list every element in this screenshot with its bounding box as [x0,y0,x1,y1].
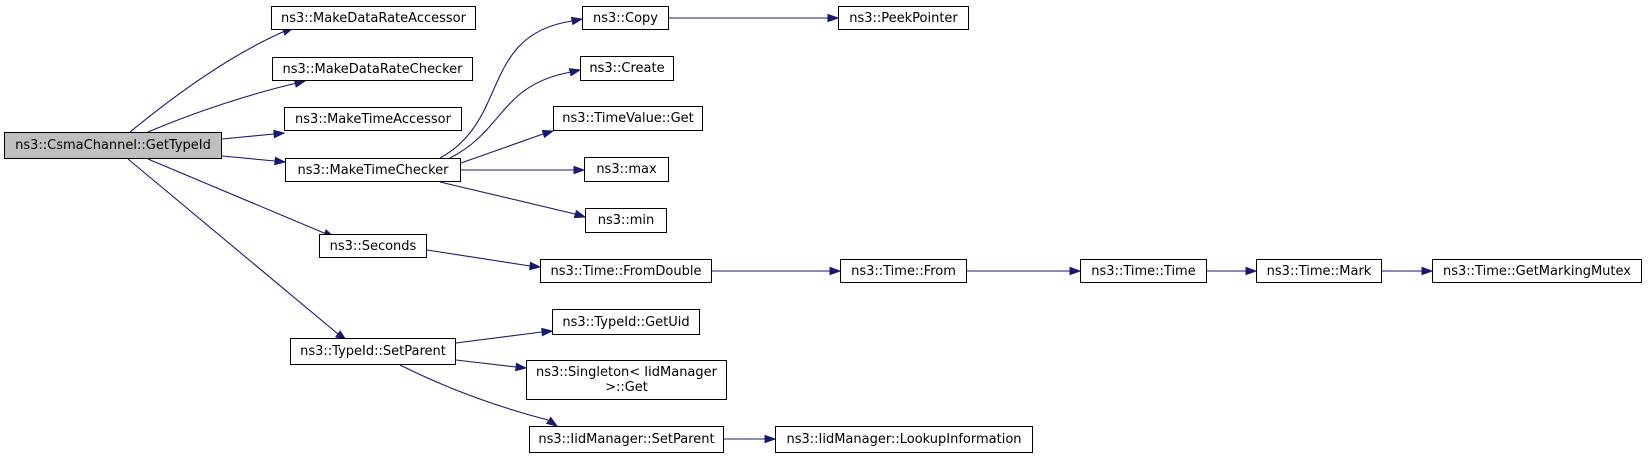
arrowhead-icon [827,13,840,23]
edge-make-time-checker-to-min [439,181,587,219]
node-label: ns3::MakeTimeAccessor [295,111,451,127]
node-time-from[interactable]: ns3::Time::From [840,259,967,283]
node-typeid-set-parent[interactable]: ns3::TypeId::SetParent [290,338,456,365]
edge-csmachannel-gettypeid-to-typeid-set-parent [127,158,348,341]
edge-make-time-checker-to-copy [439,16,584,159]
node-label: ns3::Time::From [851,263,956,279]
arrowhead-icon [541,129,555,139]
edge-typeid-set-parent-to-iidmanager-set-parent [399,364,559,427]
edge-line [439,20,573,159]
edge-line [455,331,543,344]
node-time-mark[interactable]: ns3::Time::Mark [1256,259,1382,283]
edge-line [127,158,339,335]
arrowhead-icon [829,266,842,276]
node-seconds[interactable]: ns3::Seconds [319,234,427,258]
arrowhead-icon [573,209,587,219]
edge-line [147,82,298,133]
node-label: ns3::Time::FromDouble [550,263,702,279]
node-label: ns3::IidManager::LookupInformation [786,432,1022,447]
node-peek-pointer[interactable]: ns3::PeekPointer [838,6,969,30]
edge-line [221,133,275,140]
node-label: ns3::Copy [592,10,659,26]
edge-line [455,359,517,368]
edge-line [147,158,325,234]
node-label: ns3::MakeDataRateChecker [282,61,463,77]
arrowhead-icon [515,362,528,372]
edge-line [399,364,549,421]
node-label: ns3::TypeId::GetUid [562,314,690,330]
node-max[interactable]: ns3::max [584,157,669,182]
node-create[interactable]: ns3::Create [580,56,674,81]
arrowhead-icon [1245,266,1258,276]
edge-line [129,30,286,133]
node-label: ns3::MakeDataRateAccessor [281,10,466,26]
edge-line [439,181,576,215]
node-label: ns3::Time::GetMarkingMutex [1443,263,1631,279]
node-label: ns3::CsmaChannel::GetTypeId [15,138,211,153]
edge-make-time-checker-to-timevalue-get [460,129,555,164]
edge-time-mark-to-time-get-marking-mutex [1382,266,1434,276]
edge-line [449,71,572,159]
edge-copy-to-peek-pointer [669,13,840,23]
edge-csmachannel-gettypeid-to-make-data-rate-checker [147,79,307,133]
edge-csmachannel-gettypeid-to-make-data-rate-accessor [129,27,295,133]
node-make-time-checker[interactable]: ns3::MakeTimeChecker [285,158,461,182]
node-iidmanager-lookup-information[interactable]: ns3::IidManager::LookupInformation [775,426,1033,453]
node-typeid-get-uid[interactable]: ns3::TypeId::GetUid [552,309,700,335]
arrowhead-icon [529,261,542,271]
arrowhead-icon [1069,266,1082,276]
edge-csmachannel-gettypeid-to-make-time-accessor [221,129,286,140]
edge-make-time-checker-to-create [449,68,582,159]
edge-line [426,249,531,267]
arrowhead-icon [764,434,777,444]
node-singleton-get[interactable]: ns3::Singleton< IidManager >::Get [526,360,727,400]
node-min[interactable]: ns3::min [585,208,667,233]
node-label: ns3::Create [589,61,665,76]
node-label: ns3::Time::Mark [1266,263,1372,279]
arrowhead-icon [274,156,287,166]
arrowhead-icon [570,16,584,26]
node-iidmanager-set-parent[interactable]: ns3::IidManager::SetParent [529,426,724,453]
node-make-data-rate-accessor[interactable]: ns3::MakeDataRateAccessor [271,6,476,30]
node-label: ns3::TypeId::SetParent [300,344,446,359]
node-label: ns3::Time::Time [1091,263,1196,279]
edge-typeid-set-parent-to-typeid-get-uid [455,327,554,344]
edge-time-from-double-to-time-from [712,266,842,276]
arrowhead-icon [573,165,586,175]
arrowhead-icon [541,327,554,337]
node-time-from-double[interactable]: ns3::Time::FromDouble [540,259,712,283]
node-label-line2: >::Get [605,380,648,395]
node-label: ns3::max [596,162,657,177]
edge-seconds-to-time-from-double [426,249,542,271]
node-label: ns3::PeekPointer [849,10,958,26]
node-copy[interactable]: ns3::Copy [582,6,669,30]
edge-time-from-to-time-time [967,266,1082,276]
node-timevalue-get[interactable]: ns3::TimeValue::Get [553,106,703,131]
edge-time-time-to-time-mark [1207,266,1258,276]
edge-make-time-checker-to-max [461,165,586,175]
edge-line [460,133,544,164]
node-label: ns3::min [597,213,655,228]
edge-typeid-set-parent-to-singleton-get [455,359,528,372]
node-label: ns3::TimeValue::Get [562,111,694,126]
edge-csmachannel-gettypeid-to-make-time-checker [221,155,287,166]
arrowhead-icon [273,129,286,139]
node-label-line1: ns3::Singleton< IidManager [535,365,717,380]
node-make-time-accessor[interactable]: ns3::MakeTimeAccessor [284,107,462,131]
node-time-time[interactable]: ns3::Time::Time [1080,259,1207,283]
node-label: ns3::IidManager::SetParent [538,432,715,447]
arrowhead-icon [545,416,559,427]
node-csmachannel-gettypeid: ns3::CsmaChannel::GetTypeId [4,132,222,159]
node-label: ns3::MakeTimeChecker [297,162,449,178]
node-time-get-marking-mutex[interactable]: ns3::Time::GetMarkingMutex [1432,259,1642,283]
node-label: ns3::Seconds [329,238,417,254]
arrowhead-icon [1421,266,1434,276]
node-make-data-rate-checker[interactable]: ns3::MakeDataRateChecker [272,57,473,81]
edge-line [221,155,276,162]
edge-iidmanager-set-parent-to-lookup-information [724,434,777,444]
arrowhead-icon [568,68,582,77]
